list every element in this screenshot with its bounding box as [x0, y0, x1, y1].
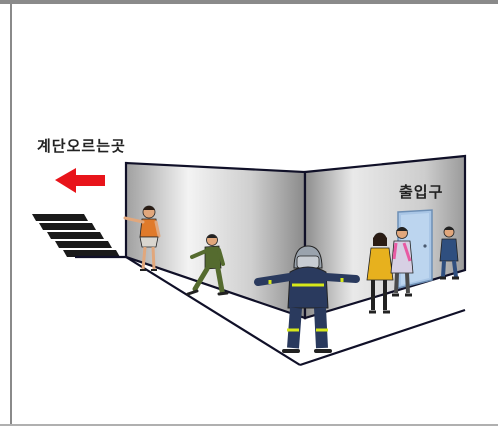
person-icon — [186, 234, 229, 296]
frame-left-border — [10, 4, 12, 424]
person-icon — [390, 227, 414, 297]
stairs-direction-label: 계단오르는곳 — [37, 137, 126, 155]
stairs-icon — [32, 214, 120, 257]
person-icon — [366, 232, 394, 314]
firefighter-icon — [254, 245, 360, 353]
person-icon — [439, 226, 459, 280]
frame-top-border — [0, 0, 498, 4]
floor-outline — [75, 255, 466, 367]
entrance-label: 출입구 — [399, 183, 444, 201]
left-arrow-icon — [55, 168, 105, 193]
person-icon — [123, 205, 161, 271]
frame-bottom-border — [0, 424, 498, 426]
